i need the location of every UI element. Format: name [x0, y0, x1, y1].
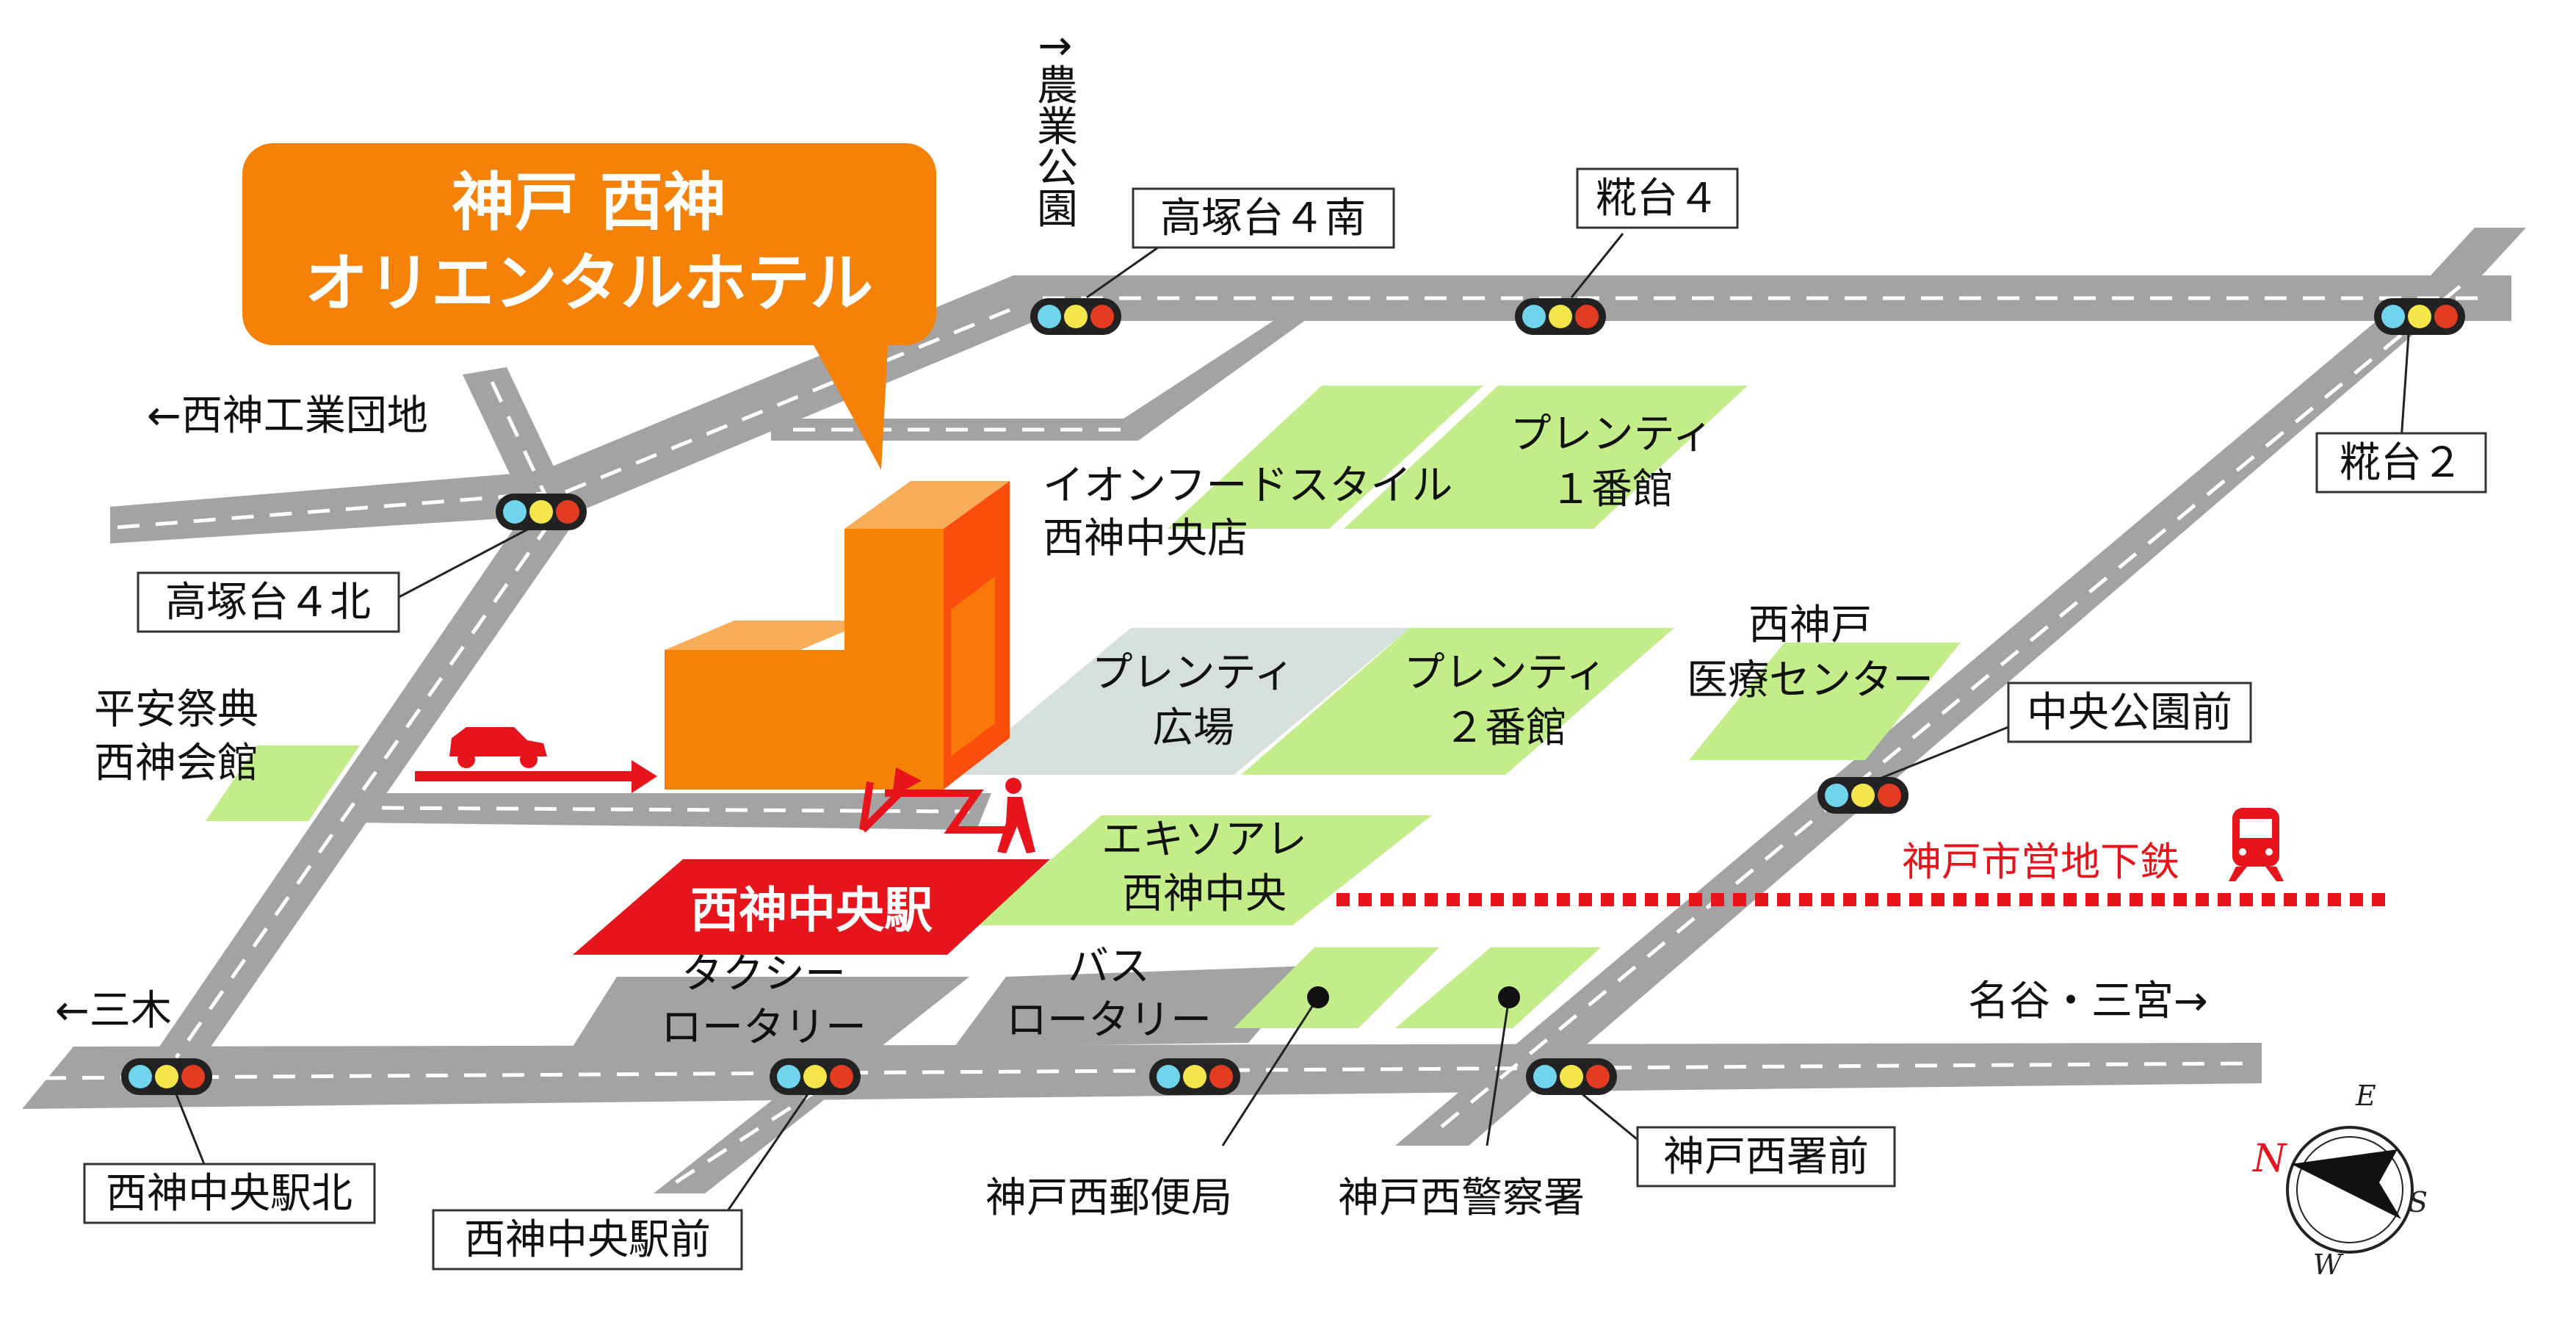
plenty2-block — [1241, 628, 1674, 775]
plenty1-block — [1344, 386, 1748, 529]
label-medical-line1: 西神戸 — [1748, 601, 1872, 649]
label-takatsukadai4minami: 高塚台４南 — [1160, 195, 1366, 242]
label-plenty2-line1: プレンティ — [1404, 649, 1607, 697]
traffic-signals — [121, 298, 2465, 1095]
label-aeon-line2: 西神中央店 — [1043, 515, 1248, 563]
walking-route — [859, 767, 1035, 853]
direction-nogyo-koen: ↑農業公園 — [1030, 29, 1078, 228]
medical-center-block — [1689, 643, 1961, 760]
label-chuo-koen-mae: 中央公園前 — [2027, 689, 2232, 737]
label-bus-line2: ロータリー — [1006, 997, 1212, 1044]
hotel-name-line1: 神戸 西神 — [452, 166, 726, 239]
police-dot — [1498, 986, 1520, 1008]
post-office-dot — [1307, 986, 1329, 1008]
direction-miki: ←三木 — [55, 987, 172, 1035]
hotel-building — [665, 481, 1010, 789]
road-southwest-stub — [654, 1072, 859, 1193]
place-labels: イオンフードスタイル 西神中央店 プレンティ １番館 プレンティ 広場 プレンテ… — [94, 411, 1933, 1222]
road-center-lines — [43, 285, 2482, 1185]
label-plenty2-line2: ２番館 — [1444, 704, 1567, 752]
label-taxi-line1: タクシー — [681, 950, 846, 998]
traffic-signal — [121, 1058, 212, 1095]
label-seishin-chuo-ekimae: 西神中央駅前 — [464, 1216, 711, 1264]
label-aeon-line1: イオンフードスタイル — [1043, 462, 1452, 510]
traffic-signal — [1149, 1058, 1240, 1095]
label-ekisoale-line2: 西神中央 — [1122, 870, 1287, 918]
pedestrian-icon — [997, 778, 1035, 853]
compass-south: S — [2409, 1186, 2428, 1218]
road-northeast-stub — [2431, 228, 2526, 275]
compass-east: E — [2355, 1080, 2376, 1112]
road-west-short — [110, 470, 573, 543]
intersection-labels: 高塚台４南 糀台４ 糀台２ 高塚台４北 中央公園前 西神中央駅北 西神中央駅前 … — [83, 167, 2487, 1271]
compass-west: W — [2313, 1248, 2344, 1281]
post-office-block — [1234, 947, 1439, 1028]
traffic-signal — [770, 1058, 861, 1095]
road-inner-north — [771, 308, 1322, 441]
label-plenty1-line2: １番館 — [1550, 466, 1674, 513]
road-station-access — [352, 793, 991, 830]
station-marker: 西神中央駅 — [573, 859, 1050, 955]
label-heian-line2: 西神会館 — [94, 740, 258, 787]
buildings-blocks — [206, 386, 1961, 1028]
direction-myodani-sannomiya: 名谷・三宮→ — [1968, 977, 2208, 1025]
road-bottom-main — [22, 1043, 2262, 1109]
label-bus-line1: バス — [1068, 943, 1150, 991]
label-heian-line1: 平安祭典 — [94, 686, 258, 734]
leader-lines — [175, 233, 2410, 1213]
traffic-signal — [1515, 298, 1606, 335]
aeon-block — [1168, 386, 1483, 529]
compass-icon: N E S W — [2251, 1080, 2428, 1281]
plenty-plaza-block — [955, 628, 1410, 775]
label-police: 神戸西警察署 — [1338, 1174, 1585, 1222]
car-icon — [449, 727, 547, 768]
hotel-callout: 神戸 西神 オリエンタルホテル — [242, 143, 936, 470]
direction-labels: ←西神工業団地 ←三木 名谷・三宮→ ↑農業公園 — [55, 29, 2208, 1035]
label-kobe-nishi-sho-mae: 神戸西署前 — [1663, 1133, 1869, 1181]
station-name: 西神中央駅 — [690, 882, 933, 939]
label-subway: 神戸市営地下鉄 — [1902, 839, 2179, 885]
police-block — [1395, 947, 1601, 1028]
hotel-name-line2: オリエンタルホテル — [305, 247, 873, 320]
ekisoale-block — [977, 815, 1432, 925]
taxi-rotary-area — [573, 977, 969, 1047]
traffic-signal — [1030, 298, 1121, 335]
traffic-signal — [496, 494, 587, 530]
label-ekisoale-line1: エキソアレ — [1101, 816, 1307, 864]
label-plenty1-line1: プレンティ — [1510, 411, 1714, 458]
traffic-signal — [1817, 777, 1909, 814]
heian-block — [206, 745, 360, 821]
traffic-signal — [1526, 1058, 1617, 1095]
road-to-seishin-kogyo — [463, 367, 573, 514]
label-takatsukadai4kita: 高塚台４北 — [165, 579, 371, 626]
label-plenty-plaza-line2: 広場 — [1152, 704, 1234, 752]
traffic-signal — [2374, 298, 2465, 335]
direction-seishin-kogyo: ←西神工業団地 — [147, 392, 428, 440]
label-plenty-plaza-line1: プレンティ — [1092, 649, 1295, 697]
label-taxi-line2: ロータリー — [661, 1004, 866, 1052]
label-post-office: 神戸西郵便局 — [985, 1174, 1232, 1222]
label-kojidai2: 糀台２ — [2340, 439, 2463, 487]
road-west-diagonal — [147, 507, 580, 1065]
train-icon — [2229, 808, 2284, 881]
compass-north: N — [2251, 1137, 2287, 1181]
car-route — [415, 727, 657, 793]
bus-rotary-area — [955, 966, 1314, 1047]
label-seishin-chuo-eki-kita: 西神中央駅北 — [106, 1170, 352, 1218]
label-medical-line2: 医療センター — [1687, 657, 1933, 704]
label-kojidai4: 糀台４ — [1596, 175, 1719, 223]
